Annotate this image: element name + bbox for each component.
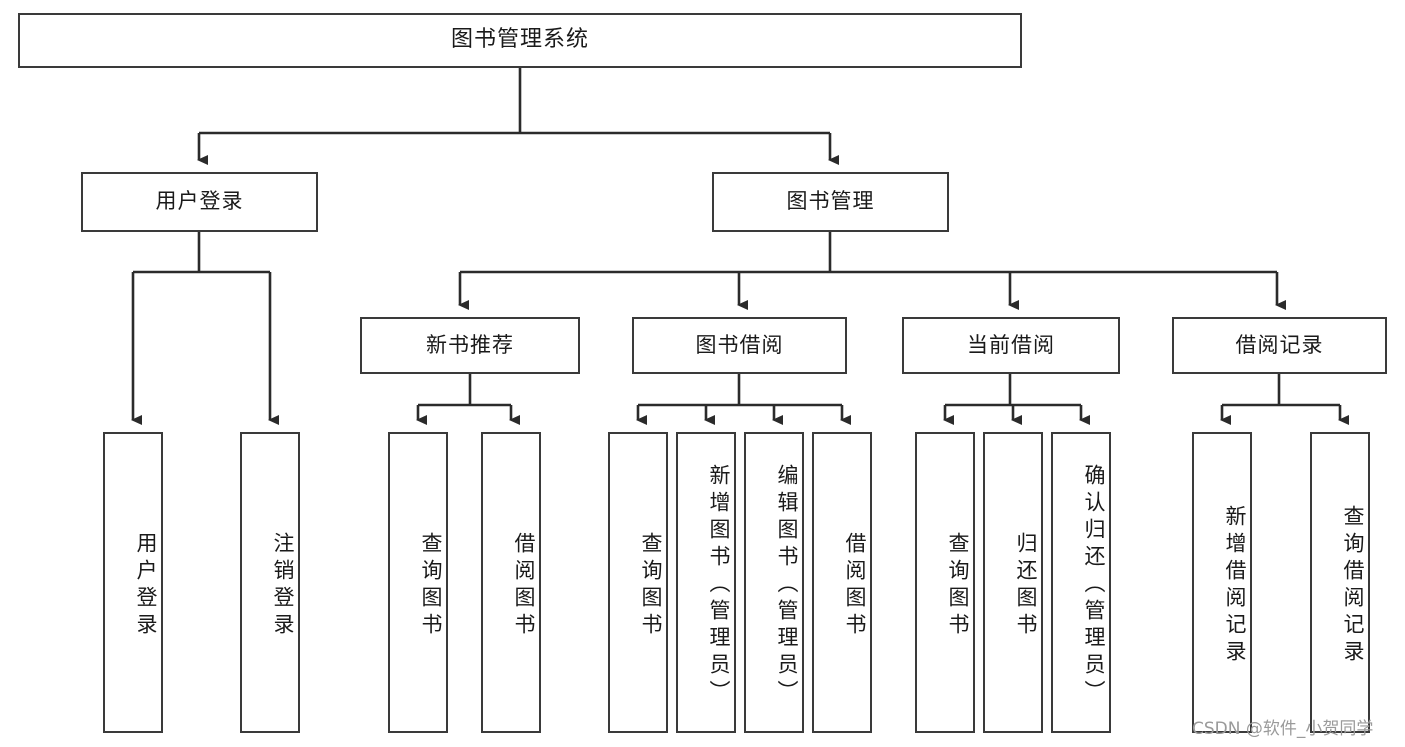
node-borrow-record[interactable]: 借阅记录 [1172, 317, 1387, 374]
node-leaf-query-record[interactable]: 查询借阅记录 [1310, 432, 1370, 733]
node-book-manage[interactable]: 图书管理 [712, 172, 949, 232]
node-leaf-user-login[interactable]: 用户登录 [103, 432, 163, 733]
node-leaf-return-book[interactable]: 归还图书 [983, 432, 1043, 733]
node-leaf-add-book-label: 新增图书（管理员） [707, 464, 731, 707]
node-leaf-add-record-label: 新增借阅记录 [1223, 504, 1247, 667]
node-leaf-borrow-book-rec-label: 借阅图书 [512, 531, 536, 640]
node-leaf-query-book-rec-label: 查询图书 [419, 531, 443, 640]
node-leaf-add-record[interactable]: 新增借阅记录 [1192, 432, 1252, 733]
node-leaf-query-book-borrow[interactable]: 查询图书 [608, 432, 668, 733]
node-current-borrow-label: 当前借阅 [967, 332, 1055, 357]
csdn-watermark: CSDN @软件_小贺同学 [1192, 719, 1374, 739]
node-leaf-user-logout-label: 注销登录 [271, 531, 295, 640]
node-leaf-query-book-rec[interactable]: 查询图书 [388, 432, 448, 733]
node-leaf-borrow-book[interactable]: 借阅图书 [812, 432, 872, 733]
node-book-borrow[interactable]: 图书借阅 [632, 317, 847, 374]
node-new-book-rec[interactable]: 新书推荐 [360, 317, 580, 374]
node-current-borrow[interactable]: 当前借阅 [902, 317, 1120, 374]
node-leaf-query-book-cur[interactable]: 查询图书 [915, 432, 975, 733]
node-leaf-edit-book[interactable]: 编辑图书（管理员） [744, 432, 804, 733]
node-leaf-user-logout[interactable]: 注销登录 [240, 432, 300, 733]
node-leaf-user-login-label: 用户登录 [134, 531, 158, 640]
node-leaf-confirm-return[interactable]: 确认归还（管理员） [1051, 432, 1111, 733]
node-leaf-query-book-borrow-label: 查询图书 [639, 531, 663, 640]
node-book-borrow-label: 图书借阅 [695, 332, 784, 357]
node-borrow-record-label: 借阅记录 [1235, 332, 1324, 357]
node-leaf-borrow-book-label: 借阅图书 [843, 531, 867, 640]
node-leaf-borrow-book-rec[interactable]: 借阅图书 [481, 432, 541, 733]
node-leaf-add-book[interactable]: 新增图书（管理员） [676, 432, 736, 733]
node-user-login-label: 用户登录 [155, 189, 244, 214]
node-root-label: 图书管理系统 [450, 27, 589, 53]
node-leaf-query-record-label: 查询借阅记录 [1341, 504, 1365, 667]
node-leaf-return-book-label: 归还图书 [1014, 531, 1038, 640]
node-leaf-query-book-cur-label: 查询图书 [946, 531, 970, 640]
node-book-manage-label: 图书管理 [786, 189, 875, 214]
node-user-login[interactable]: 用户登录 [81, 172, 318, 232]
node-leaf-confirm-return-label: 确认归还（管理员） [1082, 464, 1106, 707]
node-leaf-edit-book-label: 编辑图书（管理员） [775, 464, 799, 707]
node-new-book-rec-label: 新书推荐 [426, 332, 514, 357]
node-root[interactable]: 图书管理系统 [18, 13, 1022, 68]
